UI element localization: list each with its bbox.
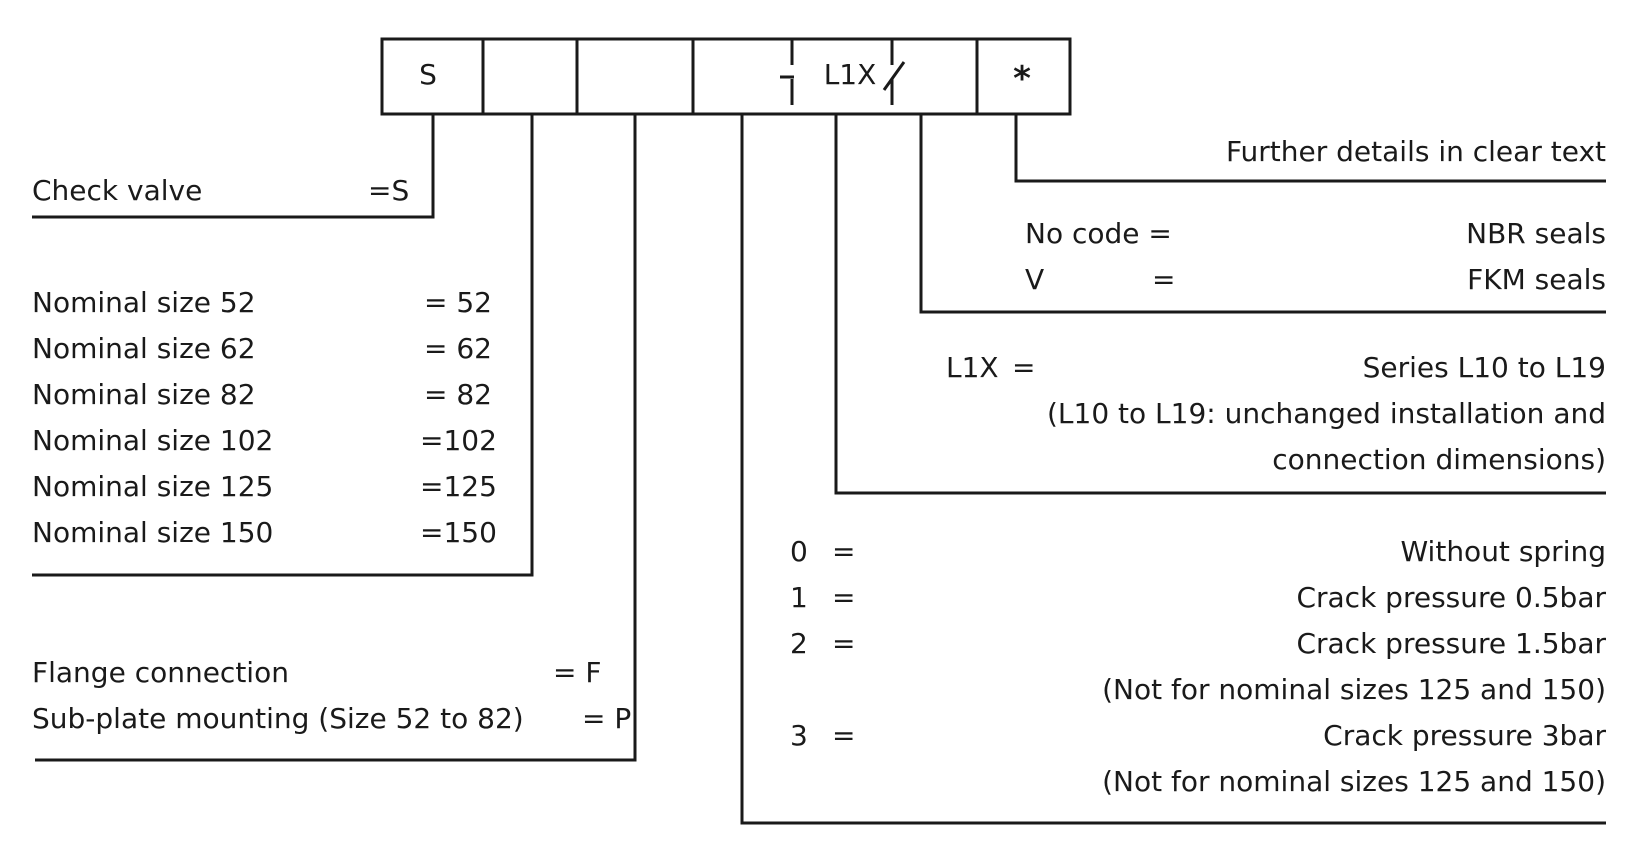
nominal-size-code-5: =125	[420, 470, 497, 503]
series-eq: =	[1012, 351, 1036, 384]
seals-eq-2: =	[1152, 263, 1176, 296]
seals-code-2: V	[1025, 263, 1045, 296]
leader-nominal-size	[32, 114, 534, 577]
spring-eq-1: =	[832, 581, 856, 614]
series-note-line-2: connection dimensions)	[1272, 443, 1606, 476]
code-box-outline	[380, 37, 1072, 116]
leader-further-details	[1014, 114, 1606, 183]
spring-eq-0: =	[832, 535, 856, 568]
seals-code-1: No code =	[1025, 217, 1172, 250]
series-desc: Series L10 to L19	[1362, 351, 1606, 384]
spring-eq-3: =	[832, 719, 856, 752]
nominal-size-label-3: Nominal size 82	[32, 378, 256, 411]
spring-desc-1: Crack pressure 0.5bar	[1296, 581, 1606, 614]
spring-desc-2: Crack pressure 1.5bar	[1296, 627, 1606, 660]
nominal-size-code-4: =102	[420, 424, 497, 457]
spring-code-0: 0	[790, 535, 808, 568]
spring-note-3: (Not for nominal sizes 125 and 150)	[1102, 765, 1606, 798]
spring-note-2: (Not for nominal sizes 125 and 150)	[1102, 673, 1606, 706]
seals-desc-1: NBR seals	[1466, 217, 1606, 250]
spring-code-2: 2	[790, 627, 808, 660]
code-box-7-value: *	[1013, 59, 1031, 99]
nominal-size-label-6: Nominal size 150	[32, 516, 274, 549]
seals-desc-2: FKM seals	[1467, 263, 1606, 296]
nominal-size-label-2: Nominal size 62	[32, 332, 256, 365]
series-note-line-1: (L10 to L19: unchanged installation and	[1046, 397, 1606, 430]
nominal-size-label-1: Nominal size 52	[32, 286, 256, 319]
code-box-5-value: L1X	[824, 58, 877, 91]
check-valve-label: Check valve	[32, 174, 203, 207]
spring-desc-0: Without spring	[1400, 535, 1606, 568]
connection-label-2: Sub-plate mounting (Size 52 to 82)	[32, 702, 524, 735]
code-box-1-value: S	[419, 58, 437, 91]
check-valve-code: =S	[368, 174, 410, 207]
nominal-size-label-5: Nominal size 125	[32, 470, 274, 503]
nominal-size-code-6: =150	[420, 516, 497, 549]
nominal-size-code-2: = 62	[424, 332, 492, 365]
nominal-size-code-3: = 82	[424, 378, 492, 411]
further-details-text: Further details in clear text	[1225, 135, 1606, 168]
spring-code-3: 3	[790, 719, 808, 752]
series-code: L1X	[946, 351, 999, 384]
connection-label-1: Flange connection	[32, 656, 289, 689]
connection-code-2: = P	[582, 702, 632, 735]
leader-connection	[35, 114, 637, 762]
spring-code-1: 1	[790, 581, 808, 614]
spring-desc-3: Crack pressure 3bar	[1323, 719, 1606, 752]
leader-seals	[919, 114, 1606, 314]
slash-marker	[882, 61, 906, 91]
leader-spring	[740, 114, 1606, 825]
leader-check-valve	[32, 114, 435, 219]
nominal-size-label-4: Nominal size 102	[32, 424, 274, 457]
nominal-size-code-1: = 52	[424, 286, 492, 319]
connection-code-1: = F	[553, 656, 602, 689]
leader-series	[834, 114, 1606, 495]
spring-eq-2: =	[832, 627, 856, 660]
